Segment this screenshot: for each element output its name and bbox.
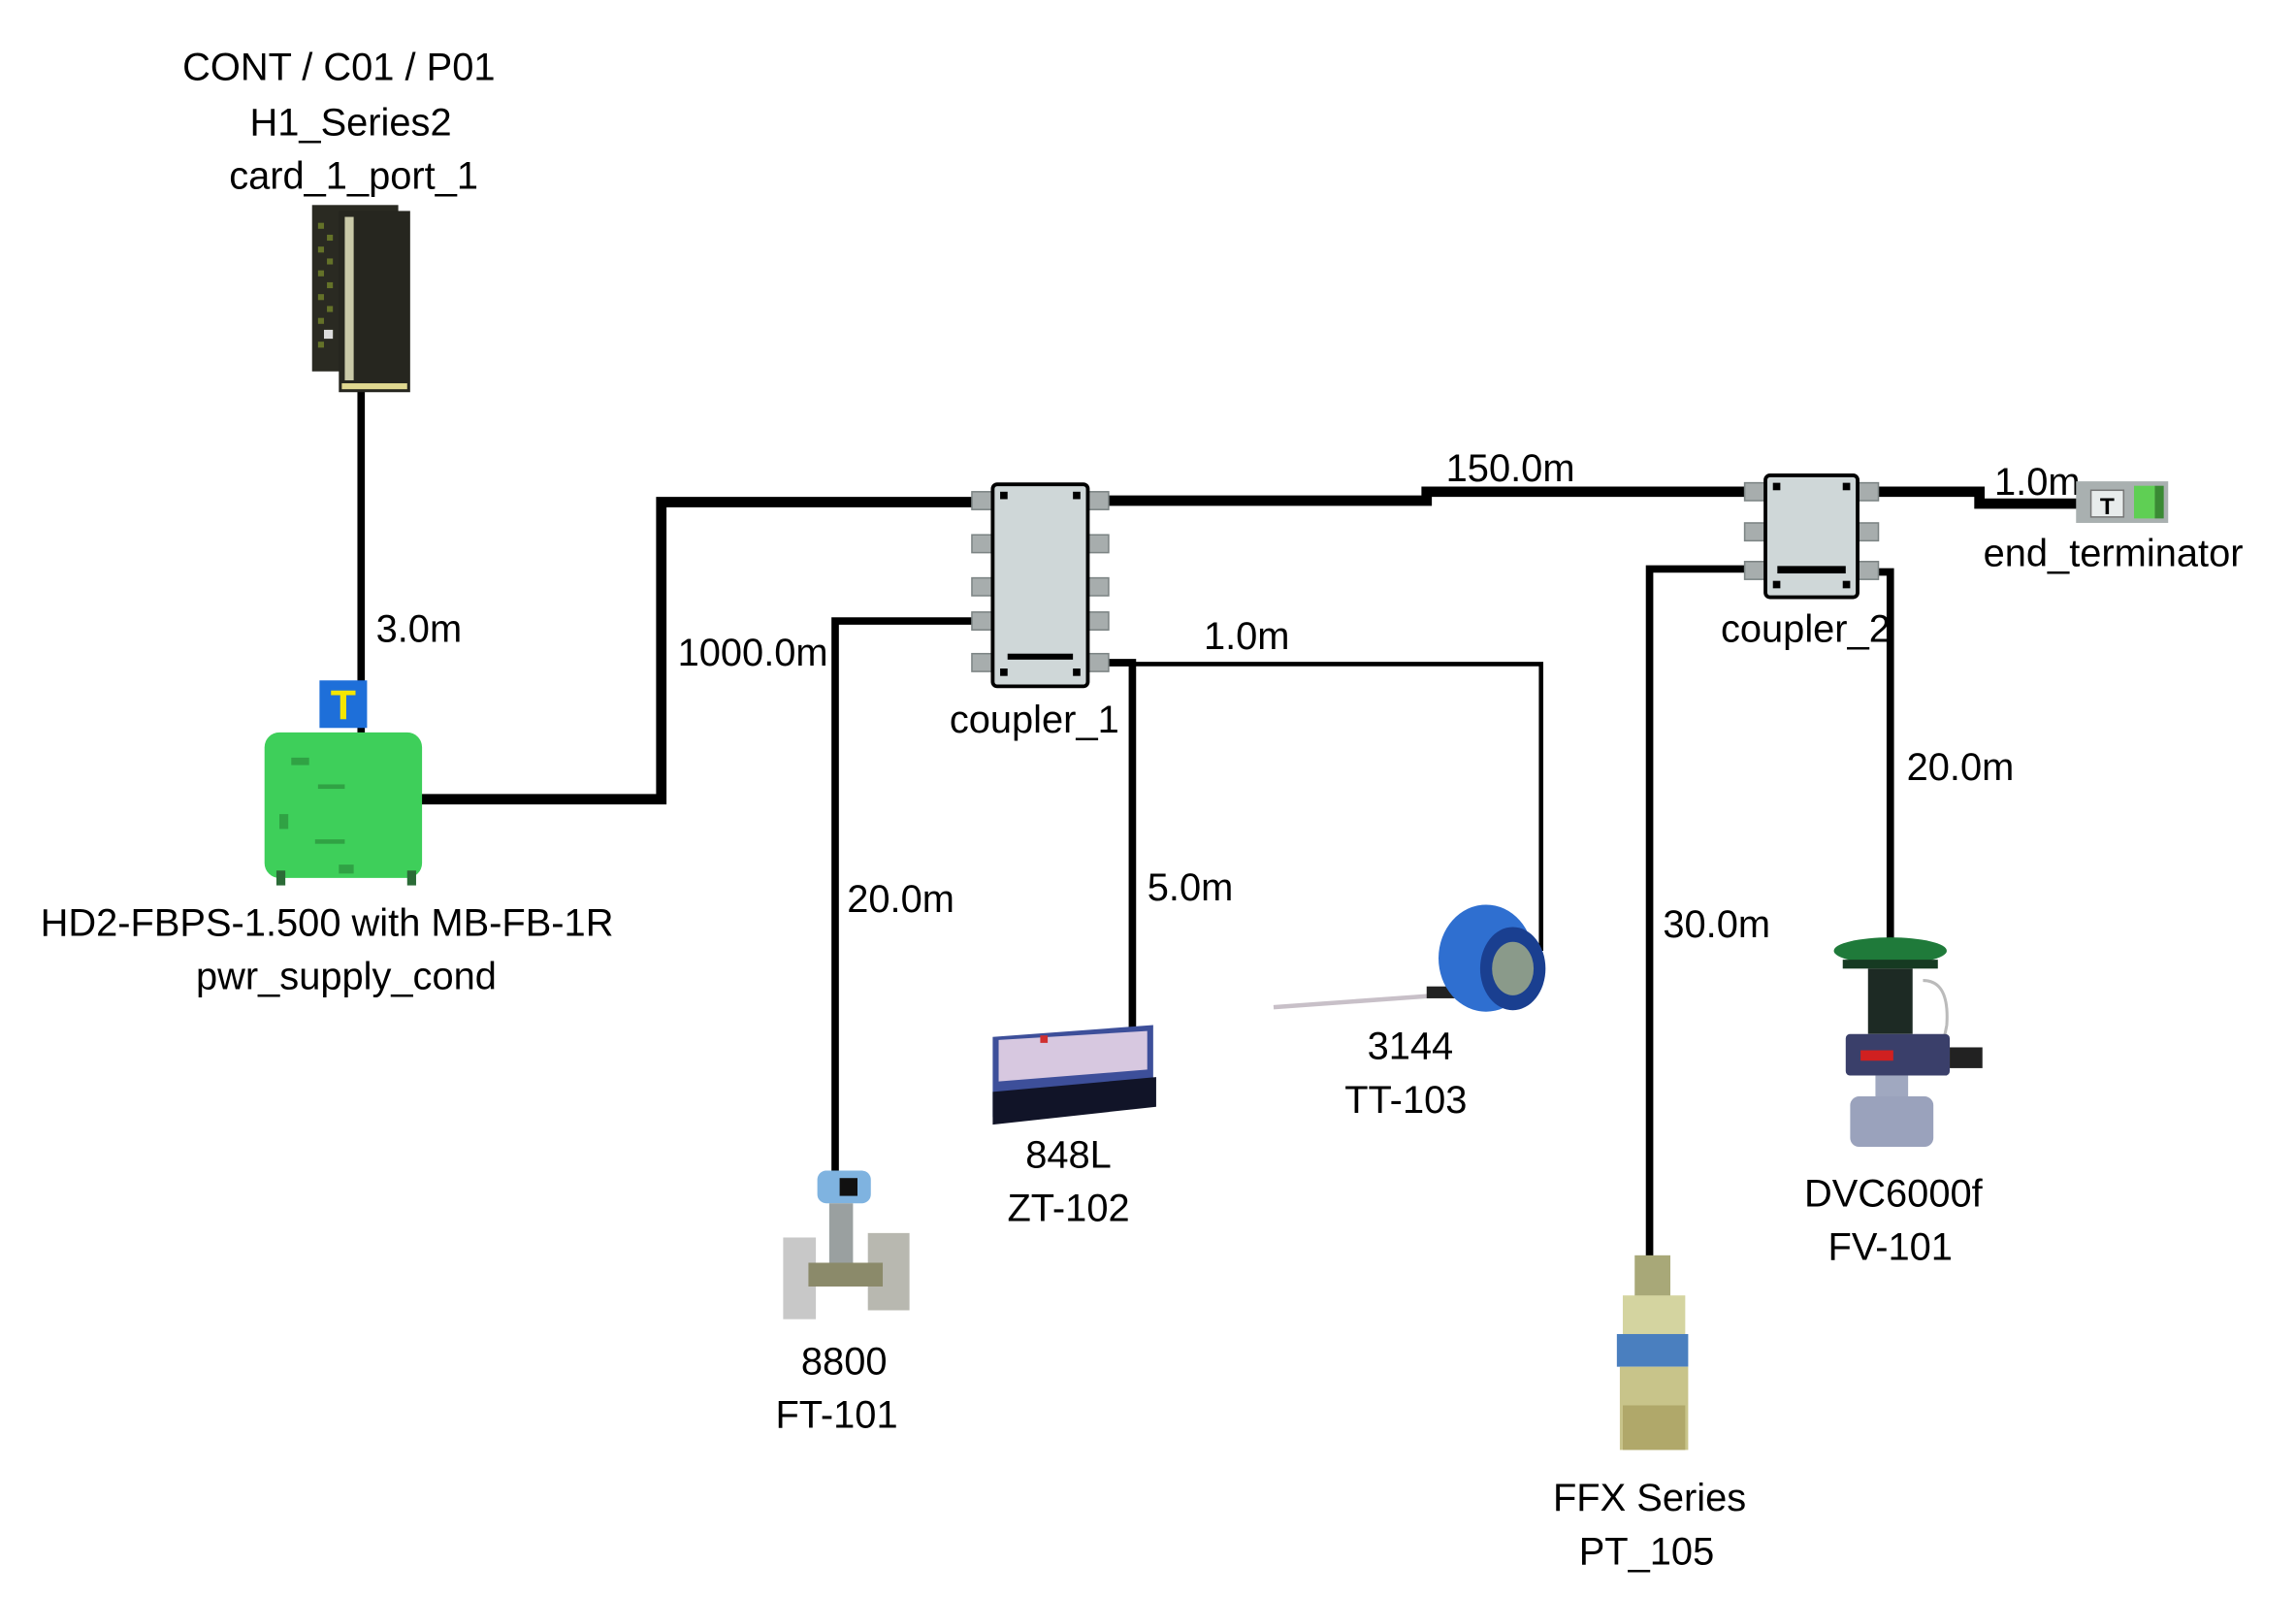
cables (350, 389, 2078, 1271)
controller-port-label: card_1_port_1 (229, 154, 478, 197)
controller-series-label: H1_Series2 (250, 101, 452, 144)
controller-path-label: CONT / C01 / P01 (182, 47, 495, 89)
device-model-label: 8800 (801, 1340, 888, 1383)
coupler-icon (971, 482, 1110, 689)
tag-badge-icon: T (319, 680, 368, 729)
power-supply-icon (264, 732, 423, 878)
coupler-icon (1743, 473, 1880, 600)
coupler-2-node[interactable]: coupler_2 (1721, 473, 1891, 650)
device-tt103[interactable]: 3144 TT-103 (1273, 904, 1546, 1122)
device-model-label: DVC6000f (1804, 1172, 1984, 1215)
cable-trunk-psu-coupler1[interactable] (350, 497, 976, 805)
length-spur-pt105: 30.0m (1663, 903, 1770, 946)
length-controller-to-psu: 3.0m (376, 607, 463, 650)
device-fv101[interactable]: DVC6000f FV-101 (1804, 937, 1984, 1268)
length-spur-zt102: 5.0m (1148, 866, 1234, 909)
device-ft101[interactable]: 8800 FT-101 (775, 1170, 910, 1437)
control-valve-icon (1833, 937, 1983, 1148)
cable-coupler2-terminator[interactable] (1875, 486, 2078, 509)
device-pt105[interactable]: FFX Series PT_105 (1553, 1255, 1746, 1573)
vortex-flowmeter-icon (783, 1170, 910, 1320)
device-model-label: 848L (1025, 1134, 1112, 1177)
coupler-1-node[interactable]: coupler_1 (950, 482, 1119, 741)
temperature-transmitter-icon (1273, 904, 1546, 1012)
device-tag-label: FV-101 (1828, 1225, 1953, 1268)
length-spur-ft101: 20.0m (847, 878, 954, 921)
device-zt102[interactable]: 848L ZT-102 (992, 1025, 1156, 1230)
cable-spur-ft101[interactable] (831, 617, 976, 1177)
device-tag-label: PT_105 (1579, 1530, 1714, 1573)
device-tag-label: TT-103 (1344, 1079, 1467, 1122)
device-tag-label: FT-101 (775, 1393, 897, 1436)
coupler-2-label: coupler_2 (1721, 607, 1891, 650)
segment-labels: 3.0m 1000.0m 150.0m 1.0m 20.0m 5.0m 1.0m… (376, 447, 2081, 946)
power-supply-model-label: HD2-FBPS-1.500 with MB-FB-1R (41, 902, 614, 945)
length-trunk-psu-coupler1: 1000.0m (678, 632, 828, 674)
cable-trunk-coupler1-coupler2[interactable] (1107, 486, 1748, 506)
svg-text:T: T (331, 682, 356, 729)
length-coupler2-terminator: 1.0m (1994, 461, 2081, 504)
cable-spur-pt105[interactable] (1645, 565, 1748, 1271)
length-spur-tt103: 1.0m (1204, 615, 1290, 658)
cable-spur-fv101[interactable] (1875, 568, 1894, 951)
device-model-label: FFX Series (1553, 1477, 1746, 1519)
cable-spur-tt103[interactable] (1004, 662, 1544, 951)
terminator-label: end_terminator (1984, 532, 2244, 574)
controller-node[interactable]: CONT / C01 / P01 H1_Series2 card_1_port_… (182, 47, 496, 393)
terminator-icon: T (2076, 481, 2169, 523)
length-trunk-coupler1-coupler2: 150.0m (1446, 447, 1575, 490)
controller-card-icon (311, 205, 410, 393)
length-spur-fv101: 20.0m (1907, 746, 2015, 789)
svg-text:T: T (2100, 494, 2115, 520)
power-supply-node[interactable]: T HD2-FBPS-1.500 with MB-FB-1R pwr_suppl… (41, 680, 614, 998)
pressure-transmitter-icon (1616, 1255, 1689, 1450)
coupler-1-label: coupler_1 (950, 699, 1119, 741)
discrete-input-module-icon (992, 1025, 1156, 1125)
device-tag-label: ZT-102 (1007, 1188, 1129, 1230)
terminator-node[interactable]: T end_terminator (1984, 481, 2244, 574)
power-supply-name-label: pwr_supply_cond (196, 956, 497, 998)
device-model-label: 3144 (1368, 1026, 1454, 1068)
